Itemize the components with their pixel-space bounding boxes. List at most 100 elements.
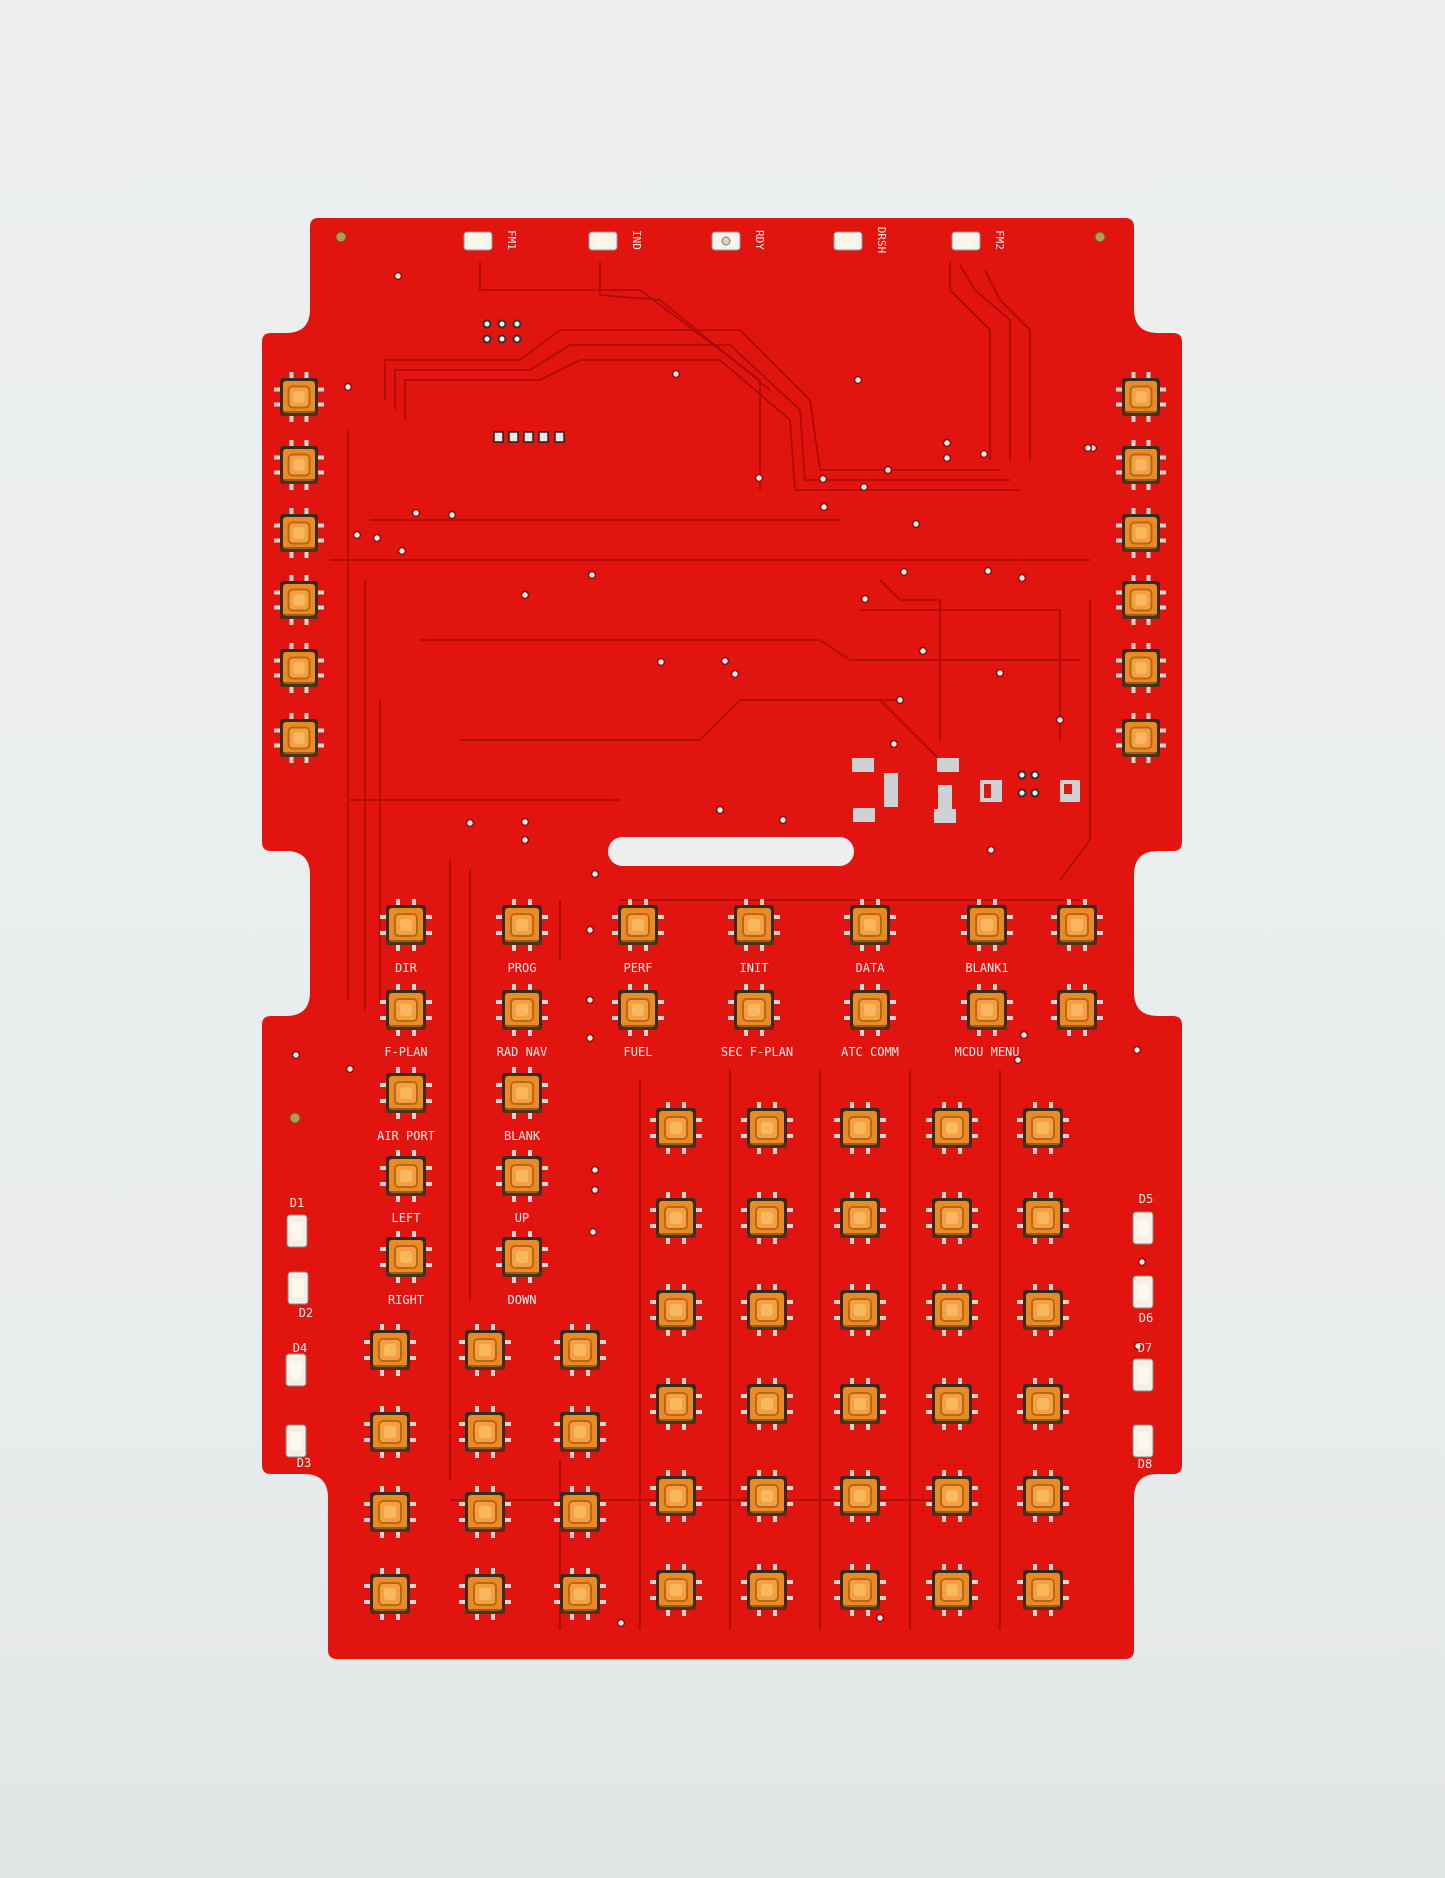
- key-label-left: LEFT: [392, 1211, 421, 1225]
- key-label-prog: PROG: [508, 961, 537, 975]
- via-2: [352, 530, 362, 540]
- via-20: [942, 453, 952, 463]
- key-label-down: DOWN: [508, 1293, 537, 1307]
- switch-num-1-1: [459, 1406, 511, 1458]
- switch-grid-3-1: [741, 1378, 793, 1430]
- via-23: [1017, 573, 1027, 583]
- switch-grid-2-2: [834, 1284, 886, 1336]
- via-4: [411, 508, 421, 518]
- key-label-f-plan: F-PLAN: [384, 1045, 427, 1059]
- switch-lc2-1: [496, 1150, 548, 1202]
- switch-lc1-2: [380, 1231, 432, 1283]
- switch-num-1-2: [554, 1406, 606, 1458]
- switch-grid-0-2: [834, 1102, 886, 1154]
- trace-4: [599, 262, 771, 391]
- key-label-init: INIT: [740, 961, 769, 975]
- via-50: [1137, 1257, 1147, 1267]
- via-47: [291, 1050, 301, 1060]
- via-56: [853, 375, 863, 385]
- switch-left-1: [274, 440, 324, 490]
- key-label-data: DATA: [856, 961, 886, 975]
- via-11: [730, 669, 740, 679]
- switch-grid-0-0: [650, 1102, 702, 1154]
- top-led-label-2: RDY: [753, 230, 766, 250]
- switch-num-2-2: [554, 1486, 606, 1538]
- trace-6: [959, 264, 1011, 460]
- switch-row2-3: [728, 984, 780, 1036]
- switch-grid-5-2: [834, 1564, 886, 1616]
- switch-row2-1: [496, 984, 548, 1036]
- via-41: [590, 1185, 600, 1195]
- via-31: [520, 817, 530, 827]
- via-45: [1013, 1055, 1023, 1065]
- switch-grid-5-3: [926, 1564, 978, 1616]
- via-46: [1019, 1030, 1029, 1040]
- switch-num-0-2: [554, 1324, 606, 1376]
- switch-lc2-2: [496, 1231, 548, 1283]
- switch-num-1-0: [364, 1406, 416, 1458]
- switch-row1-6: [1051, 899, 1103, 951]
- switch-grid-1-1: [741, 1192, 793, 1244]
- switch-grid-0-3: [926, 1102, 978, 1154]
- via-34: [715, 805, 725, 815]
- switch-row1-1: [496, 899, 548, 951]
- side-led-d7: [1132, 1358, 1154, 1392]
- via-14: [818, 474, 828, 484]
- trace-3: [479, 262, 761, 490]
- via-7: [520, 590, 530, 600]
- via-29: [889, 739, 899, 749]
- via-27: [995, 668, 1005, 678]
- switch-row2-4: [844, 984, 896, 1036]
- key-label-fuel: FUEL: [624, 1045, 653, 1059]
- top-led-label-4: FM2: [993, 230, 1006, 250]
- via-1: [343, 382, 353, 392]
- via-37: [585, 925, 595, 935]
- switch-grid-5-0: [650, 1564, 702, 1616]
- key-label-sec-f-plan: SEC F-PLAN: [721, 1045, 793, 1059]
- via-5: [397, 546, 407, 556]
- switch-grid-4-4: [1017, 1470, 1069, 1522]
- mounting-hole-tr: [1094, 231, 1106, 243]
- via-21: [979, 449, 989, 459]
- switch-grid-4-1: [741, 1470, 793, 1522]
- key-label-air-port: AIR PORT: [377, 1129, 435, 1143]
- switch-left-4: [274, 643, 324, 693]
- side-led-label-d4: D4: [293, 1341, 307, 1355]
- via-49: [1132, 1045, 1142, 1055]
- mounting-hole-left: [289, 1112, 301, 1124]
- via-6: [447, 510, 457, 520]
- trace-0: [384, 329, 1000, 471]
- via-25: [899, 567, 909, 577]
- switch-grid-3-4: [1017, 1378, 1069, 1430]
- switch-grid-5-4: [1017, 1564, 1069, 1616]
- trace-11: [460, 699, 900, 741]
- side-led-d4: [285, 1353, 307, 1387]
- board-slot: [608, 837, 854, 866]
- switch-grid-1-4: [1017, 1192, 1069, 1244]
- via-40: [590, 1165, 600, 1175]
- switch-grid-4-3: [926, 1470, 978, 1522]
- switch-row1-0: [380, 899, 432, 951]
- via-42: [588, 1227, 598, 1237]
- switch-grid-3-2: [834, 1378, 886, 1430]
- via-3: [372, 533, 382, 543]
- trace-5: [949, 262, 991, 460]
- side-led-d6: [1132, 1275, 1154, 1309]
- key-label-dir: DIR: [395, 961, 417, 975]
- side-led-label-d8: D8: [1138, 1457, 1152, 1471]
- trace-2: [404, 359, 1020, 491]
- switch-row2-0: [380, 984, 432, 1036]
- via-17: [860, 594, 870, 604]
- trace-10: [420, 639, 1080, 661]
- switch-right-5: [1116, 713, 1166, 763]
- via-44: [875, 1613, 885, 1623]
- side-led-label-d5: D5: [1139, 1192, 1153, 1206]
- side-led-d8: [1132, 1424, 1154, 1458]
- switch-num-3-1: [459, 1568, 511, 1620]
- key-label-perf: PERF: [624, 961, 653, 975]
- mounting-hole-tl: [335, 231, 347, 243]
- switch-grid-0-4: [1017, 1102, 1069, 1154]
- via-32: [590, 869, 600, 879]
- side-led-d1: [286, 1214, 308, 1248]
- switch-row1-5: [961, 899, 1013, 951]
